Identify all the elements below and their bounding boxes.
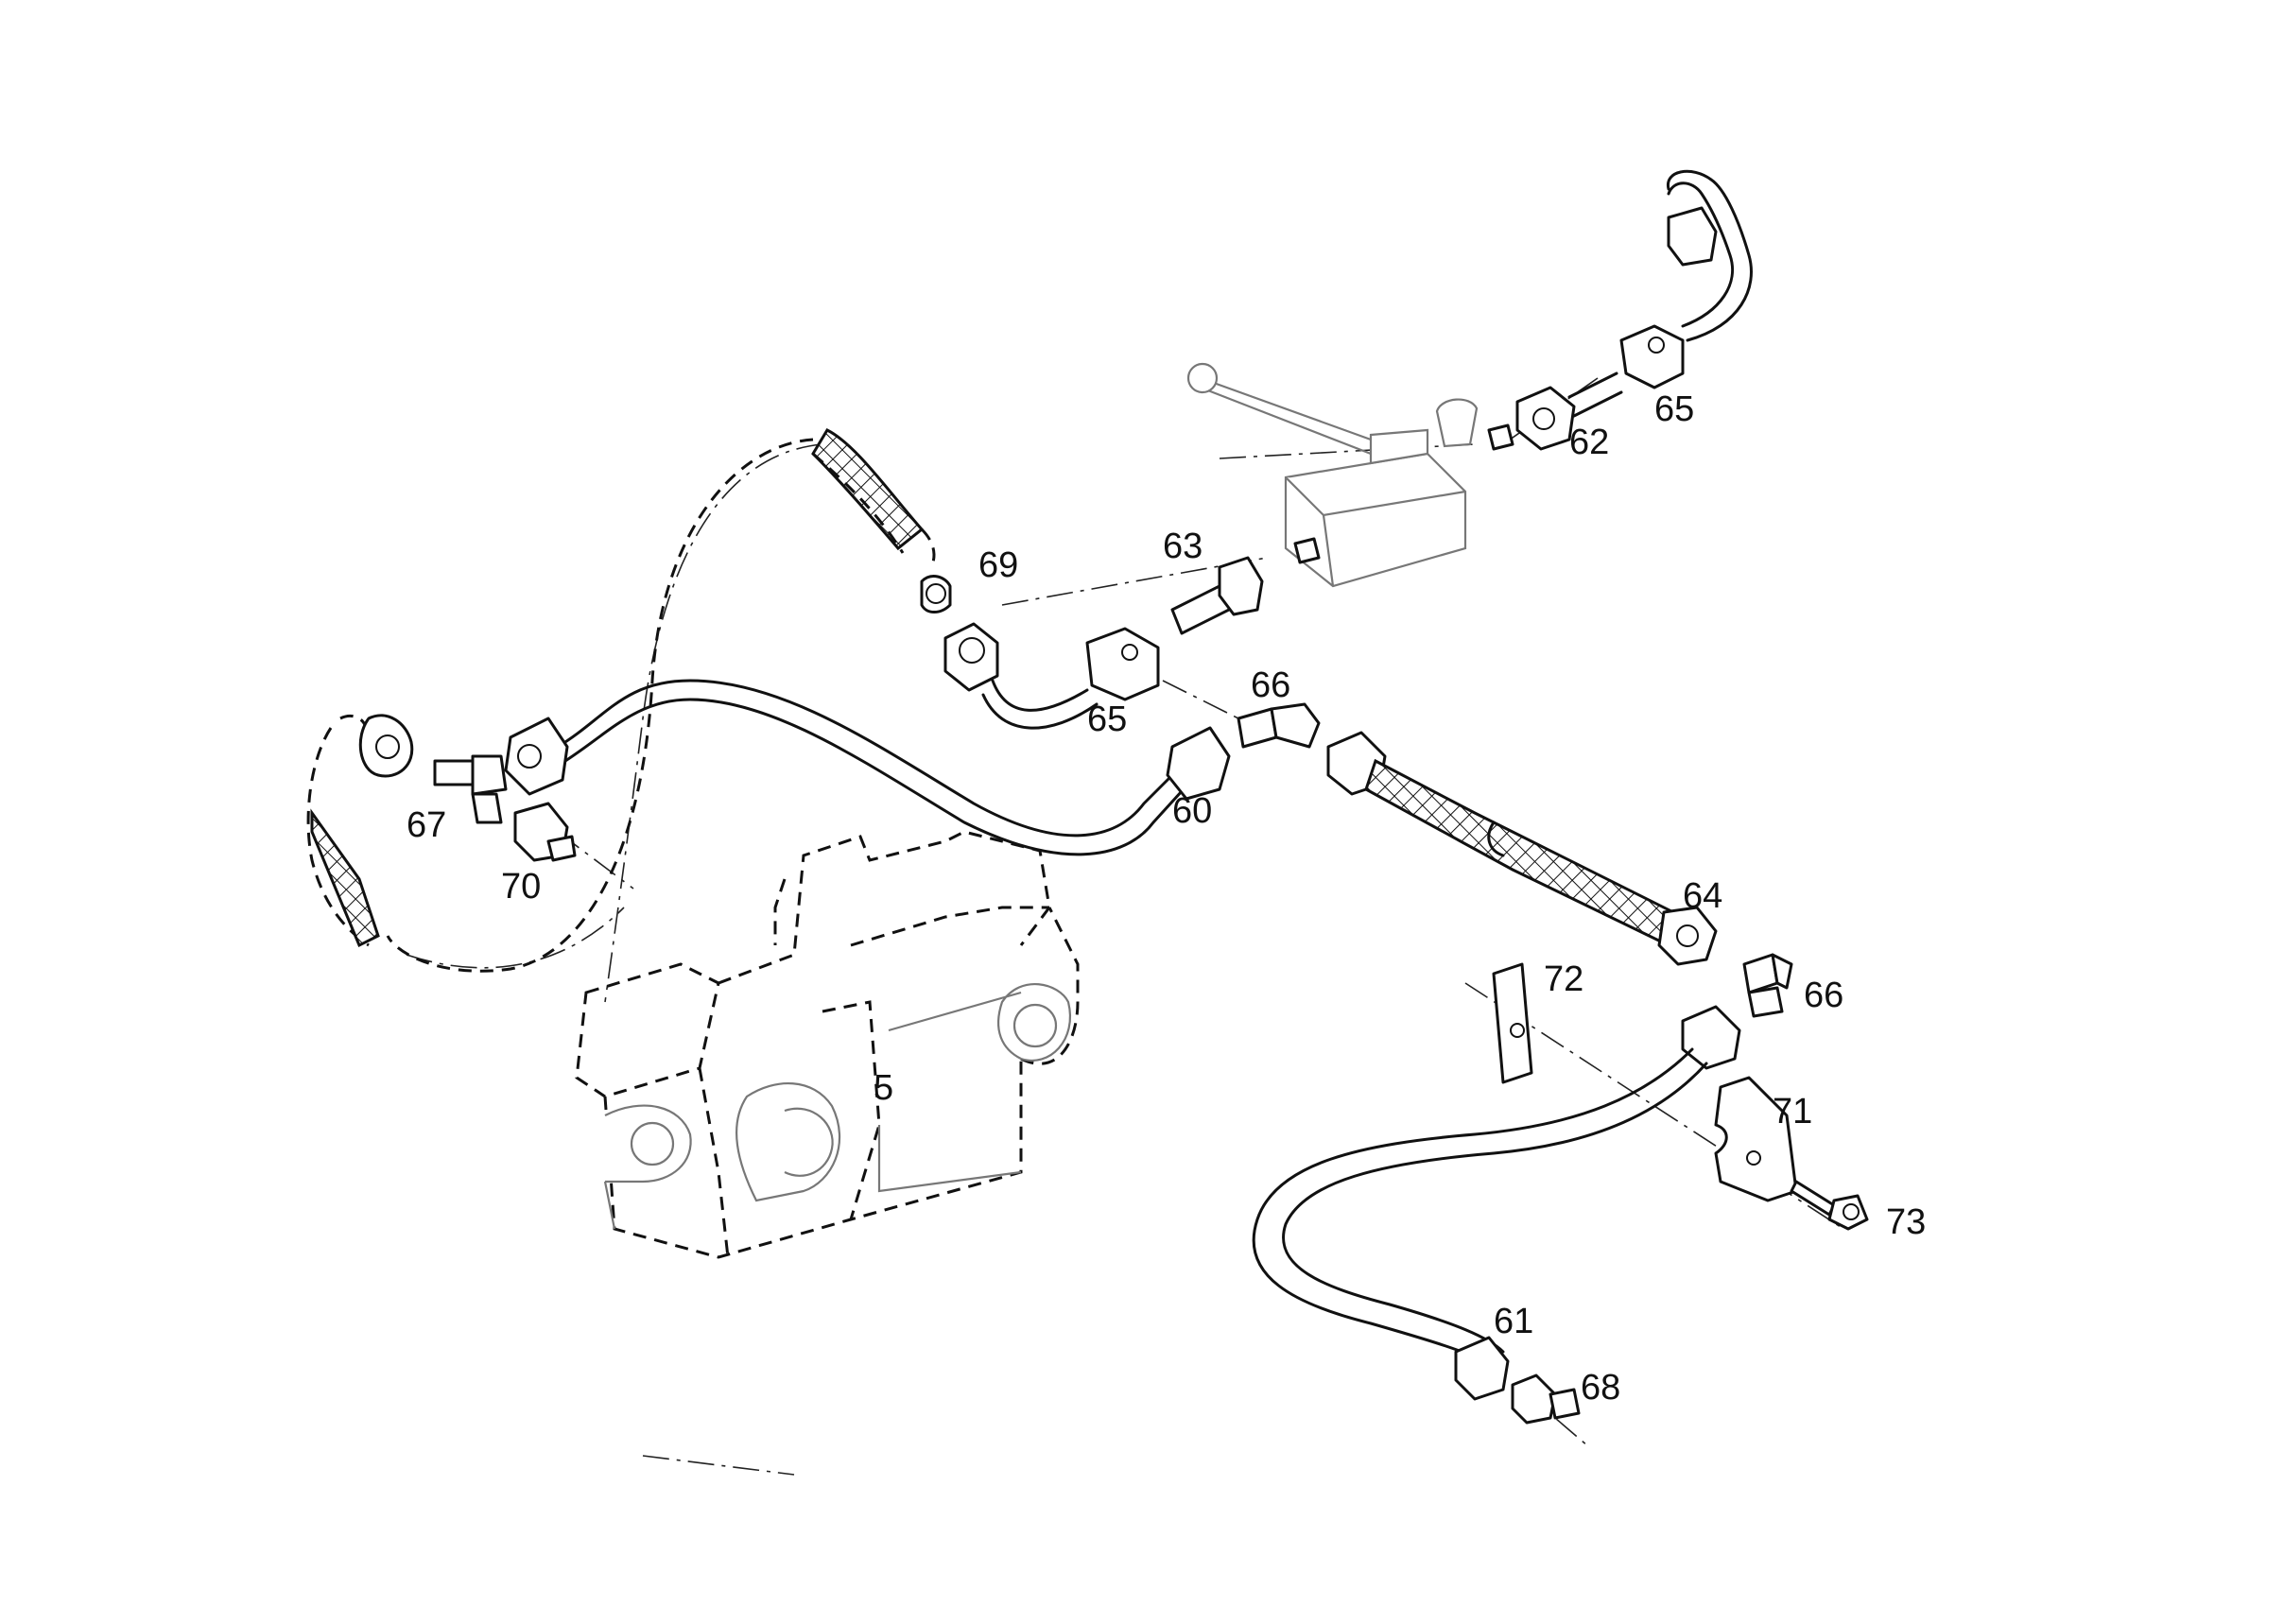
tube-61	[1252, 1005, 1741, 1401]
plate-72	[1492, 962, 1533, 1084]
callout-70: 70	[501, 867, 541, 907]
callout-71: 71	[1773, 1092, 1812, 1132]
clamp-65-upper	[1619, 324, 1685, 389]
union-62	[1487, 371, 1623, 451]
callout-72: 72	[1544, 959, 1583, 999]
callout-63: 63	[1163, 527, 1203, 566]
bent-pipe	[1667, 169, 1753, 342]
pump-assembly	[575, 830, 1080, 1259]
tube-60	[504, 679, 1231, 856]
callout-61: 61	[1494, 1302, 1533, 1341]
clamp-65-lower	[1085, 627, 1160, 701]
callout-68: 68	[1581, 1368, 1620, 1408]
nipple-69	[920, 575, 952, 613]
dashed-hose-loop	[306, 428, 936, 973]
callout-60: 60	[1172, 791, 1212, 831]
hose-64	[1326, 731, 1718, 966]
tee-fitting-67	[358, 714, 508, 824]
callout-64: 64	[1683, 876, 1722, 916]
clamp-block-71	[1714, 1076, 1798, 1202]
union-70	[513, 802, 577, 862]
elbow-66-lower	[1742, 953, 1793, 1018]
callout-73: 73	[1886, 1202, 1926, 1242]
callout-67: 67	[407, 805, 446, 845]
callout-65-lower: 65	[1087, 700, 1127, 739]
bolt-73	[1790, 1180, 1869, 1231]
callout-69: 69	[978, 545, 1018, 585]
callout-66-lower: 66	[1804, 976, 1843, 1015]
elbow-66-upper	[1237, 702, 1321, 749]
callout-65-upper: 65	[1654, 389, 1694, 429]
nipple-68	[1511, 1373, 1581, 1425]
callout-labels: 60 61 62 63 64 65 65 66 66 67 68 69 70 7…	[407, 389, 1926, 1408]
callout-66-upper: 66	[1251, 665, 1290, 705]
callout-62: 62	[1569, 423, 1609, 462]
stud-63	[1170, 537, 1321, 635]
hidden-label-fragment: 5	[874, 1068, 893, 1108]
control-valve	[1186, 362, 1479, 588]
elbow-tube	[943, 622, 1099, 730]
